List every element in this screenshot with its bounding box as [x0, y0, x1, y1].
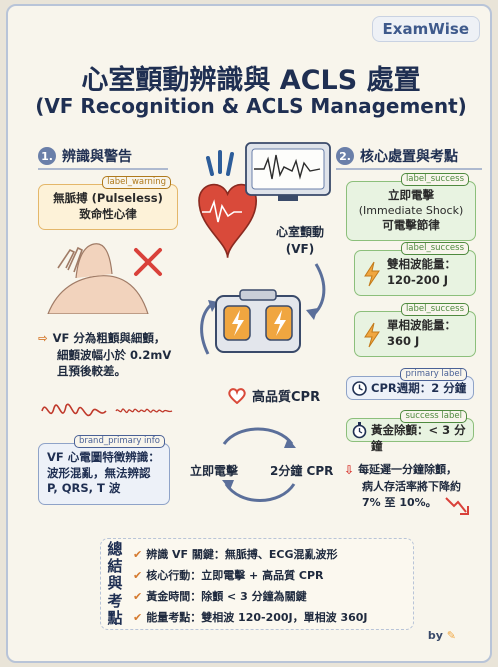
shock-line1: 立即電擊	[388, 188, 434, 202]
monophasic-energy-box: label_success 單相波能量： 360 J	[354, 303, 476, 357]
clock-icon	[352, 381, 367, 396]
trend-down-icon	[445, 497, 469, 515]
warning-line2: 致命性心律	[79, 206, 137, 221]
biphasic-line2: 120-200 J	[387, 272, 449, 287]
info-line3: P, QRS, T 波	[47, 481, 121, 496]
summary-title-char: 結	[107, 557, 123, 576]
summary-title-char: 點	[107, 608, 123, 627]
footer-by-text: by	[427, 629, 443, 642]
lightning-icon	[364, 261, 380, 287]
delay-line1: 每延遲一分鐘除顫，	[358, 463, 458, 476]
cpr-cycle-box: primary label CPR週期：2 分鐘	[346, 368, 474, 400]
cross-icon	[134, 248, 162, 276]
summary-box: 總 結 與 考 點 ✔ 辨識 VF 關鍵：無脈搏、ECG混亂波形 ✔ 核心行動：…	[100, 538, 414, 630]
brand-logo-icon: ✎	[446, 629, 456, 642]
note-line1: VF 分為粗顫與細顫，	[52, 331, 166, 345]
cycle-left-label: 立即電擊	[190, 464, 239, 478]
summary-item-text: 辨識 VF 關鍵：無脈搏、ECG混亂波形	[146, 548, 338, 561]
summary-title-char: 總	[107, 539, 123, 558]
golden-defib-box: success label 黃金除顫：< 3 分鐘	[346, 410, 474, 453]
info-line2: 波形混亂，無法辨認	[47, 465, 151, 480]
summary-title: 總 結 與 考 點	[101, 539, 129, 629]
summary-item: ✔ 能量考點：雙相波 120-200J，單相波 360J	[133, 608, 368, 629]
shock-line3: 可電擊節律	[382, 218, 440, 233]
monophasic-line2: 360 J	[387, 333, 420, 348]
cpr-label-group: 高品質CPR	[228, 386, 320, 405]
info-line1: VF 心電圖特徵辨識：	[47, 450, 160, 464]
cycle-right-label: 2分鐘 CPR	[270, 464, 334, 478]
lightning-icon	[364, 322, 380, 348]
delay-note: ⇩ 每延遲一分鐘除顫， 病人存活率將下降約 7% 至 10%。	[344, 462, 484, 511]
summary-item-text: 核心行動：立即電擊 + 高品質 CPR	[146, 568, 324, 582]
neck-pulse-check-illustration	[47, 243, 162, 314]
defibrillator-icon	[215, 289, 301, 353]
ecg-feature-box: brand_primary info VF 心電圖特徵辨識： 波形混亂，無法辨認…	[38, 435, 170, 505]
heart-illustration	[198, 150, 258, 258]
delay-line3: 7% 至 10%。	[362, 496, 437, 510]
section1-number: 1.	[38, 147, 56, 165]
check-icon: ✔	[133, 589, 143, 603]
summary-title-char: 與	[107, 574, 123, 593]
footer-by: by ✎	[428, 629, 456, 642]
shock-line2: (Immediate Shock)	[358, 203, 464, 217]
section2-title: 核心處置與考點	[360, 149, 458, 165]
summary-item: ✔ 黃金時間：除顫 < 3 分鐘為關鍵	[133, 587, 368, 608]
summary-list: ✔ 辨識 VF 關鍵：無脈搏、ECG混亂波形 ✔ 核心行動：立即電擊 + 高品質…	[129, 539, 368, 629]
heart-label: 心室顫動 (VF)	[270, 224, 330, 259]
pulseless-warning-box: label_warning 無脈搏 (Pulseless) 致命性心律	[38, 176, 178, 230]
section2-header: 2. 核心處置與考點	[336, 146, 482, 170]
section1-header: 1. 辨識與警告	[38, 146, 168, 170]
delay-line2: 病人存活率將下降約	[362, 480, 461, 494]
title-zh: 心室顫動辨識與 ACLS 處置	[81, 65, 421, 96]
check-icon: ✔	[133, 610, 143, 624]
note-line2: 細顫波幅小於 0.2mV	[57, 347, 172, 362]
monophasic-tag: label_success	[400, 303, 469, 317]
note-line3: 且預後較差。	[57, 364, 126, 379]
brand-tag: ExamWise	[371, 16, 480, 42]
biphasic-line1: 雙相波能量：	[387, 257, 456, 271]
heart-label-line1: 心室顫動	[275, 225, 324, 239]
summary-title-char: 考	[107, 591, 123, 610]
down-arrow-icon: ⇩	[344, 463, 355, 477]
cpr-label: 高品質CPR	[252, 390, 321, 405]
check-icon: ✔	[133, 548, 143, 561]
summary-item: ✔ 辨識 VF 關鍵：無脈搏、ECG混亂波形	[133, 545, 368, 566]
ecg-monitor-icon	[245, 142, 331, 201]
summary-item-text: 黃金時間：除顫 < 3 分鐘為關鍵	[146, 589, 307, 603]
warning-tag: label_warning	[102, 176, 171, 190]
infographic-card: ExamWise 心室顫動辨識與 ACLS 處置 (VF Recognition…	[6, 4, 492, 663]
golden-tag: success label	[400, 410, 467, 424]
vf-type-note: ⇨ VF 分為粗顫與細顫， 細顫波幅小於 0.2mV 且預後較差。	[38, 330, 198, 380]
cycle-tag: primary label	[400, 368, 467, 382]
shock-tag: label_success	[400, 173, 469, 187]
biphasic-energy-box: label_success 雙相波能量： 120-200 J	[354, 242, 476, 296]
stopwatch-icon	[352, 422, 367, 439]
cycle-text: CPR週期：2 分鐘	[371, 381, 467, 395]
immediate-shock-box: label_success 立即電擊 (Immediate Shock) 可電擊…	[346, 173, 476, 241]
heart-label-line2: (VF)	[285, 242, 315, 257]
vf-waveform-graphic	[41, 403, 173, 417]
summary-item-text: 能量考點：雙相波 120-200J，單相波 360J	[146, 610, 368, 624]
monophasic-line1: 單相波能量：	[387, 318, 456, 332]
info-tag: brand_primary info	[73, 435, 165, 449]
golden-text: 黃金除顫：< 3 分鐘	[371, 423, 466, 453]
section2-number: 2.	[336, 147, 354, 165]
section1-title: 辨識與警告	[62, 149, 132, 165]
title-en: (VF Recognition & ACLS Management)	[35, 94, 467, 118]
warning-line1: 無脈搏 (Pulseless)	[53, 191, 163, 205]
biphasic-tag: label_success	[400, 242, 469, 256]
summary-item: ✔ 核心行動：立即電擊 + 高品質 CPR	[133, 566, 368, 587]
arrow-right-icon: ⇨	[38, 331, 48, 345]
heart-icon	[228, 387, 246, 404]
check-icon: ✔	[133, 568, 143, 582]
cycle-arrows	[222, 427, 296, 502]
